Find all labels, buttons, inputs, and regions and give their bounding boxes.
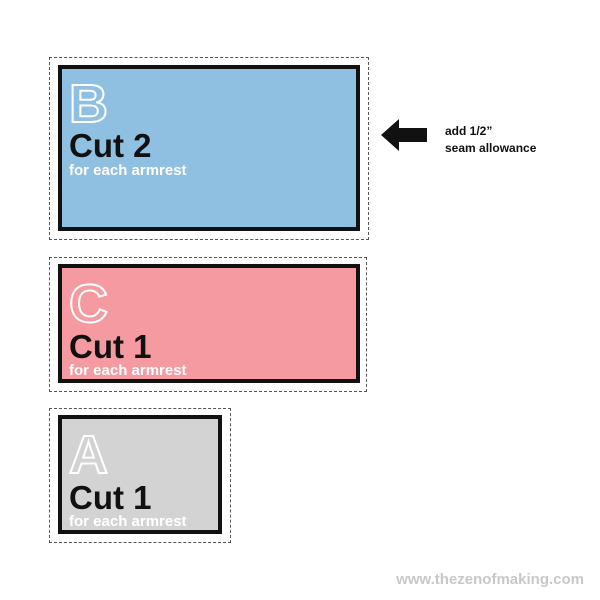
pattern-piece-c: C Cut 1 for each armrest	[58, 264, 360, 383]
seam-outline-c	[49, 257, 367, 392]
cut-count: Cut 1	[69, 328, 152, 365]
piece-letter: C	[68, 274, 109, 334]
seam-allowance-note: add 1/2” seam allowance	[445, 123, 536, 157]
pattern-piece-a: A Cut 1 for each armrest	[58, 415, 222, 534]
cut-note: for each armrest	[69, 513, 187, 530]
watermark: www.thezenofmaking.com	[396, 571, 584, 588]
cut-count: Cut 1	[69, 479, 152, 516]
pattern-piece-b: B Cut 2 for each armrest	[58, 65, 360, 231]
piece-letter: A	[68, 425, 109, 485]
cut-note: for each armrest	[69, 362, 187, 379]
arrow-left-icon	[381, 119, 427, 151]
piece-letter: B	[68, 74, 109, 134]
seam-outline-a	[49, 408, 231, 543]
seam-allowance-line1: add 1/2”	[445, 124, 493, 138]
cut-note: for each armrest	[69, 162, 187, 179]
seam-outline-b	[49, 57, 369, 240]
seam-allowance-line2: seam allowance	[445, 141, 537, 155]
cut-count: Cut 2	[69, 127, 152, 164]
